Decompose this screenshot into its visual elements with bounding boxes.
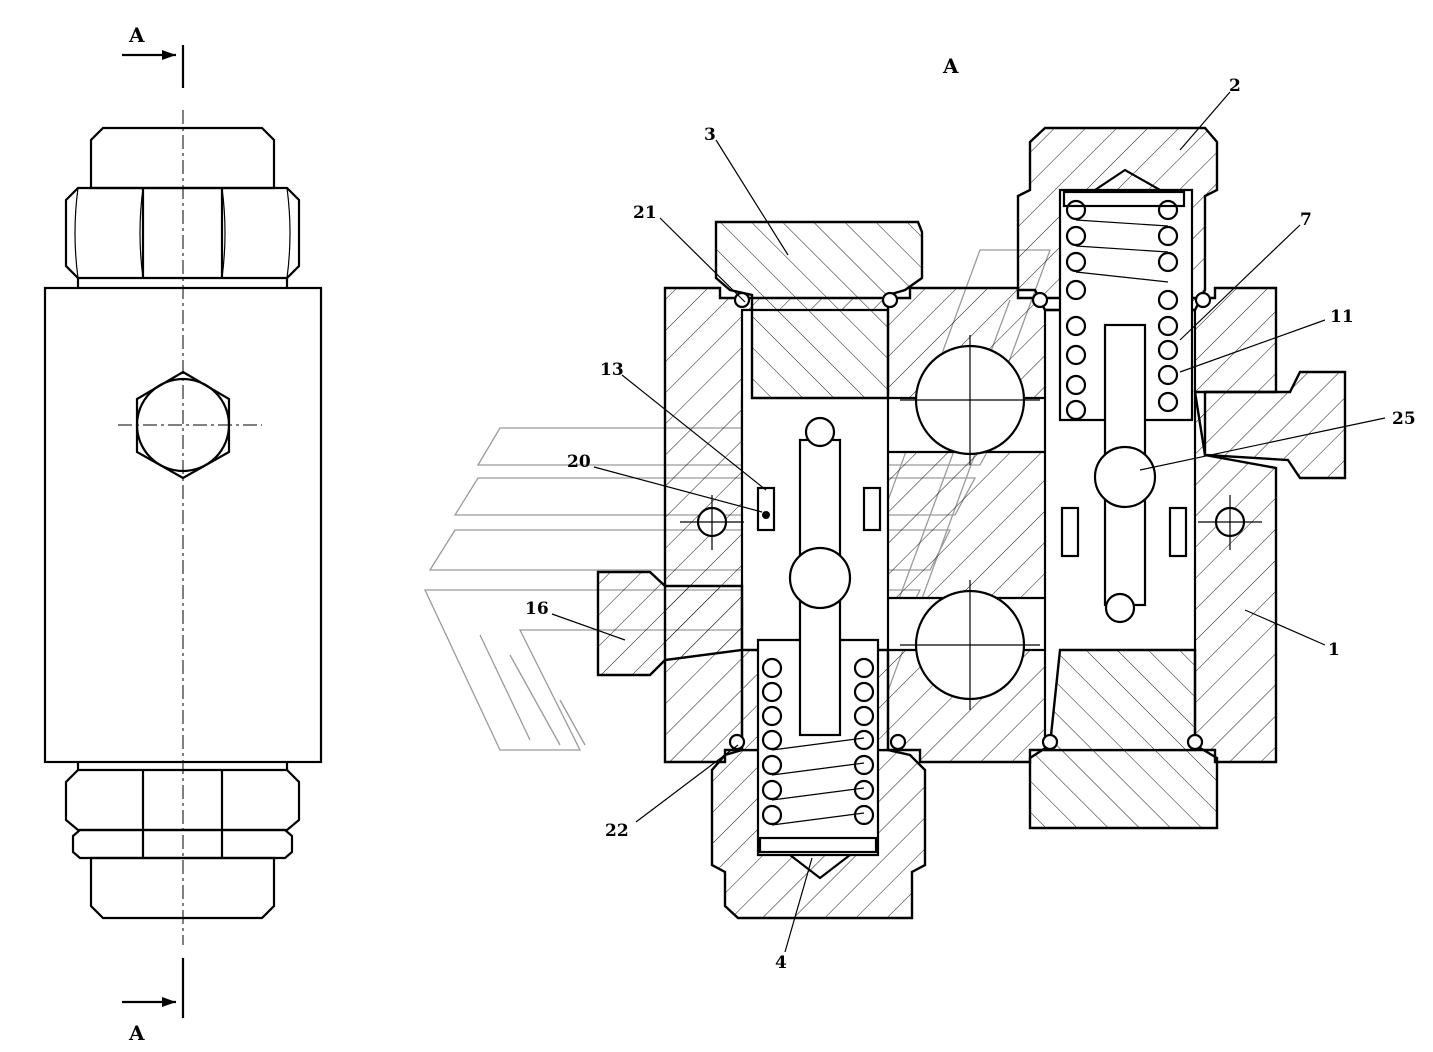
exterior-view: A A xyxy=(43,23,323,1045)
ball-small-right xyxy=(1104,592,1136,624)
section-label-top: A xyxy=(128,23,145,47)
section-view: A xyxy=(525,54,1416,973)
stem-right-lower xyxy=(1103,488,1147,607)
callout-16: 16 xyxy=(525,599,549,619)
o-rings xyxy=(728,291,1212,751)
callout-4: 4 xyxy=(775,953,787,973)
leader-lines xyxy=(551,91,1386,953)
section-title: A xyxy=(942,54,959,78)
seal-rings xyxy=(756,486,1188,558)
stem-left-lower xyxy=(798,598,842,737)
callout-11: 11 xyxy=(1330,307,1354,327)
nozzle-16 xyxy=(596,570,744,677)
ball-right xyxy=(1093,445,1157,509)
callout-20: 20 xyxy=(567,452,591,472)
callout-3: 3 xyxy=(704,125,716,145)
top-hex-nut xyxy=(64,186,301,280)
ball-small-left xyxy=(804,416,836,448)
callout-25: 25 xyxy=(1392,409,1416,429)
callout-2: 2 xyxy=(1229,76,1241,96)
callout-13: 13 xyxy=(600,360,624,380)
ball-left xyxy=(788,546,852,610)
bottom-hex-nut xyxy=(64,768,301,860)
plug-bottom-right xyxy=(1028,648,1219,830)
spring-left xyxy=(758,657,878,854)
callout-7: 7 xyxy=(1300,210,1312,230)
spring-right xyxy=(1062,190,1186,421)
stem-right-upper xyxy=(1103,323,1147,467)
nozzle-right xyxy=(1193,370,1347,480)
plug-3 xyxy=(714,220,924,400)
section-label-bottom: A xyxy=(128,1021,145,1045)
section-arrow-bottom xyxy=(122,958,185,1018)
callout-21: 21 xyxy=(633,203,657,223)
callout-1: 1 xyxy=(1328,640,1340,660)
section-arrow-top xyxy=(122,45,185,88)
callout-22: 22 xyxy=(605,821,629,841)
bottom-cap xyxy=(89,856,276,920)
